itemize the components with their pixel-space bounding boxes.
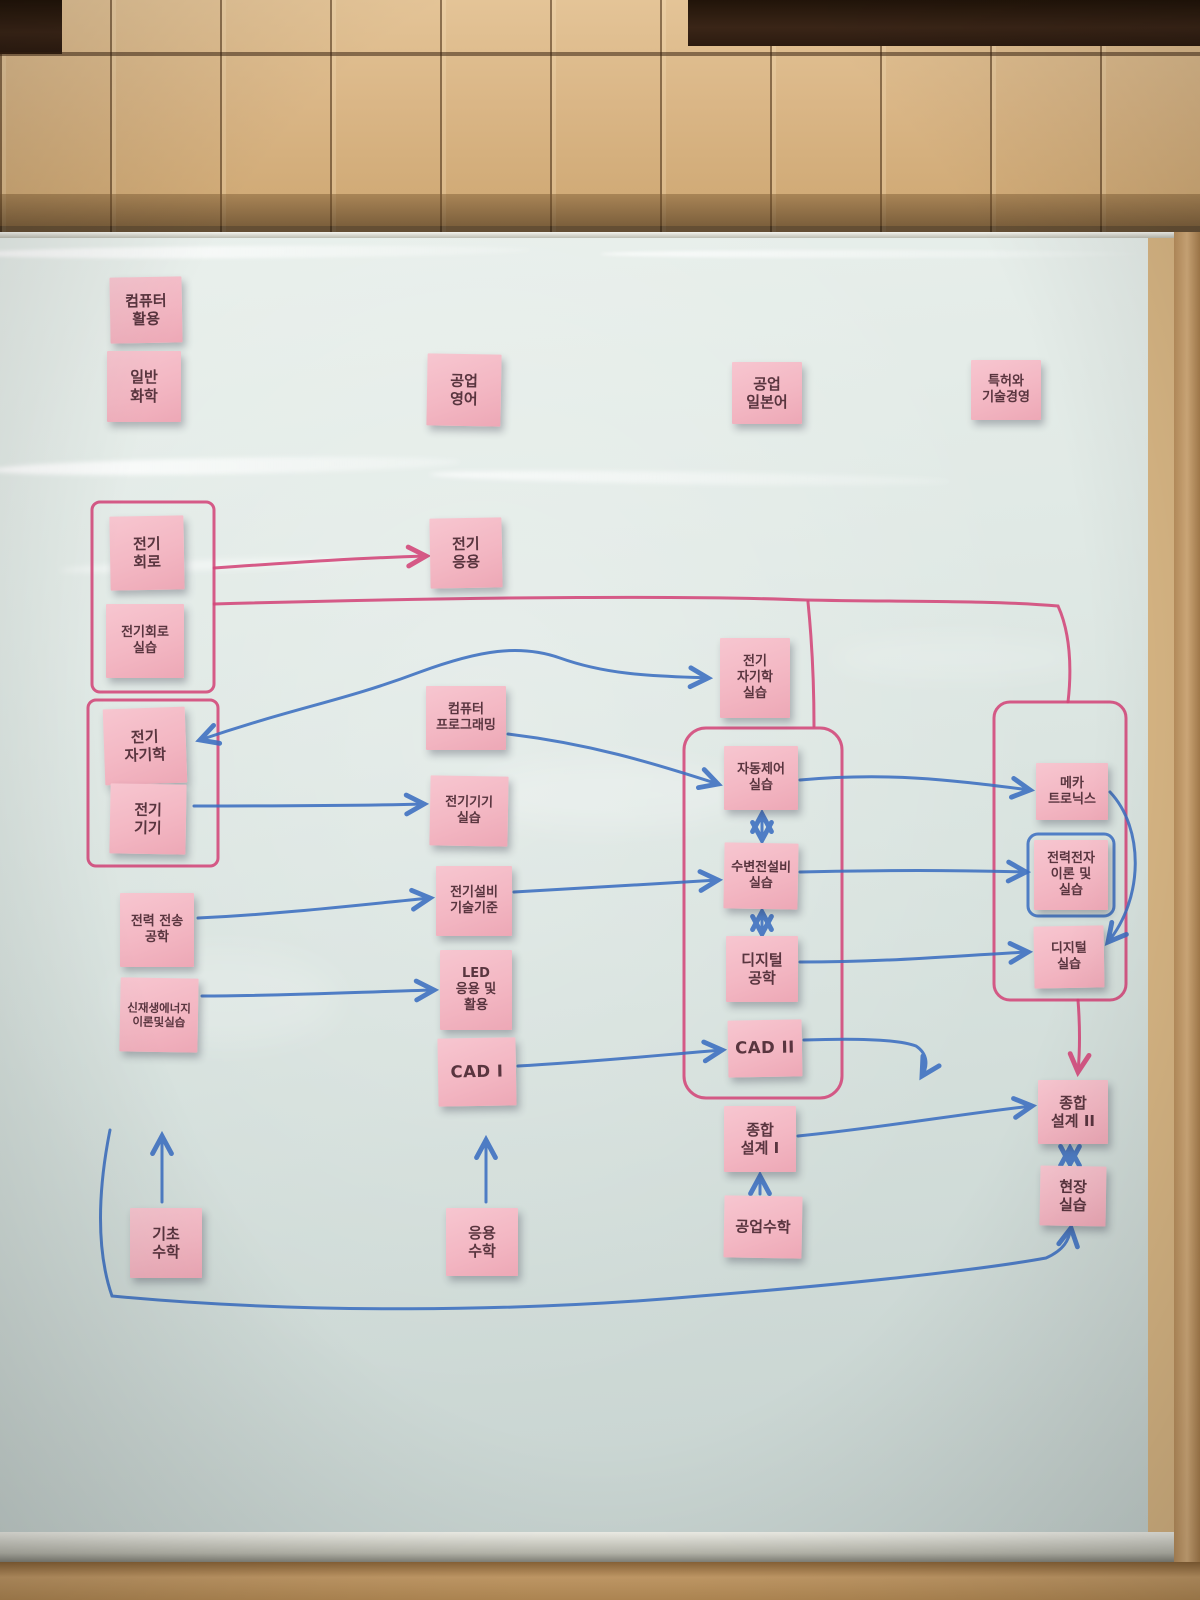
note-electromagnetics: 전기 자기학 bbox=[102, 706, 188, 786]
note-mechatronics: 메카 트로닉스 bbox=[1036, 763, 1108, 820]
wood-paneling-bottom bbox=[0, 1562, 1200, 1600]
note-industrial-math: 공업수학 bbox=[723, 1195, 803, 1259]
note-led-applications: LED 응용 및 활용 bbox=[440, 950, 512, 1030]
note-renewable-energy: 신재생에너지 이론및실습 bbox=[119, 977, 199, 1053]
wood-shadow bbox=[0, 226, 1200, 234]
note-industrial-japanese: 공업 일본어 bbox=[732, 362, 802, 424]
wood-paneling-right bbox=[1174, 232, 1200, 1600]
board-frame-bottom bbox=[0, 1532, 1174, 1562]
note-auto-control-lab: 자동제어 실습 bbox=[724, 746, 798, 810]
note-electric-machines: 전기 기기 bbox=[109, 783, 187, 855]
note-power-electronics: 전력전자 이론 및 실습 bbox=[1034, 840, 1108, 910]
note-digital-engineering: 디지털 공학 bbox=[726, 936, 798, 1002]
note-basic-math: 기초 수학 bbox=[130, 1208, 202, 1278]
note-electromagnetics-lab: 전기 자기학 실습 bbox=[720, 638, 790, 718]
note-computer-programming: 컴퓨터 프로그래밍 bbox=[426, 686, 506, 750]
note-power-transmission: 전력 전송 공학 bbox=[120, 893, 194, 967]
note-patent-management: 특허와 기술경영 bbox=[971, 360, 1041, 420]
note-field-practice: 현장 실습 bbox=[1039, 1165, 1107, 1227]
note-general-chemistry: 일반 화학 bbox=[107, 351, 181, 422]
note-capstone-design-2: 종합 설계 II bbox=[1038, 1080, 1108, 1144]
note-electric-applications: 전기 응용 bbox=[429, 517, 503, 589]
dark-beam-right bbox=[688, 0, 1200, 46]
note-electric-machines-lab: 전기기기 실습 bbox=[429, 775, 509, 847]
whiteboard-surface bbox=[0, 238, 1148, 1532]
note-substation-lab: 수변전설비 실습 bbox=[723, 842, 799, 910]
note-digital-lab: 디지털 실습 bbox=[1033, 925, 1105, 989]
note-equipment-standards: 전기설비 기술기준 bbox=[436, 866, 512, 936]
note-electric-circuits-lab: 전기회로 실습 bbox=[106, 604, 184, 678]
note-capstone-design-1: 종합 설계 I bbox=[724, 1106, 796, 1172]
board-frame-top bbox=[0, 232, 1174, 238]
wood-rail bbox=[0, 194, 1200, 226]
note-electric-circuits: 전기 회로 bbox=[109, 515, 185, 591]
note-computer-use: 컴퓨터 활용 bbox=[109, 276, 183, 344]
note-cad-1: CAD I bbox=[437, 1037, 517, 1107]
note-applied-math: 응용 수학 bbox=[446, 1208, 518, 1276]
dark-beam-left bbox=[0, 0, 62, 54]
wood-seam-line bbox=[0, 52, 1200, 56]
note-cad-2: CAD II bbox=[727, 1019, 803, 1078]
board-frame-right bbox=[1148, 236, 1174, 1532]
note-industrial-english: 공업 영어 bbox=[426, 353, 502, 427]
